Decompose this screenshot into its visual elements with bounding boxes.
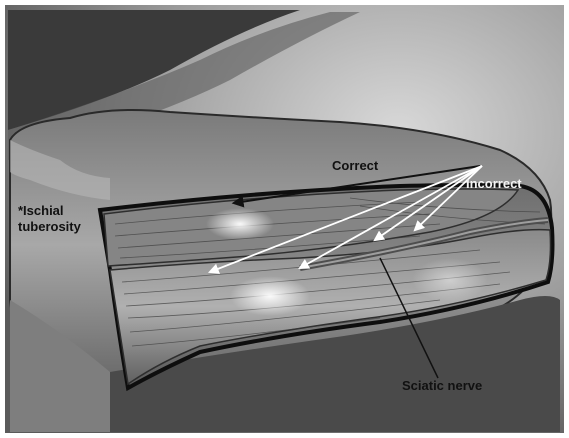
label-incorrect: Incorrect [466,176,522,191]
label-correct: Correct [332,158,379,173]
highlight-lower [230,276,310,316]
label-tuberosity: tuberosity [18,219,82,234]
label-ischial: *Ischial [18,203,64,218]
highlight-right [412,258,488,302]
label-sciatic-nerve: Sciatic nerve [402,378,482,393]
highlight-upper [206,208,274,240]
